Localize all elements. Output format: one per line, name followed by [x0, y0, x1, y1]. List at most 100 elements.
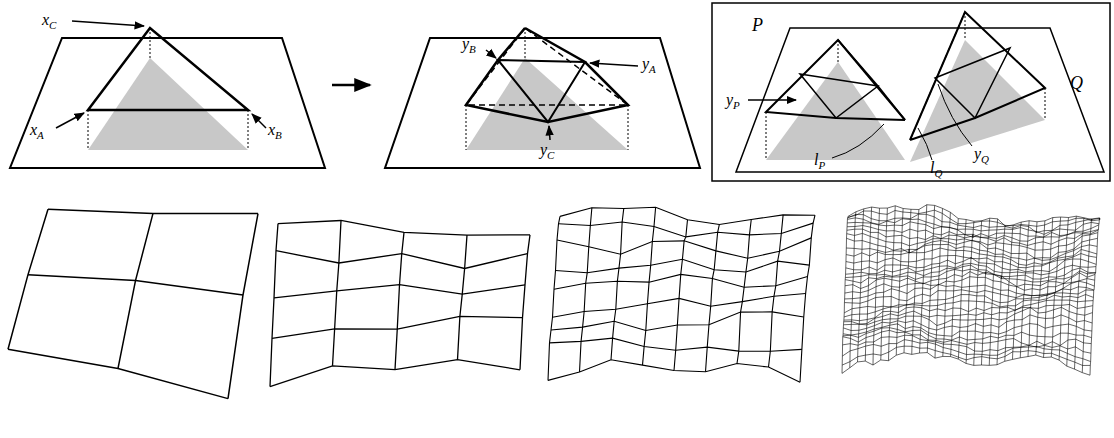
symbol: x: [30, 121, 37, 138]
mesh-line: [643, 207, 656, 365]
mesh-line: [333, 220, 342, 365]
mesh-line: [548, 360, 800, 382]
mesh-line: [458, 235, 468, 360]
math-label: Q: [1070, 74, 1083, 92]
drop-line: [838, 40, 839, 62]
terrain-mesh: [8, 209, 258, 398]
shadow-triangle: [88, 58, 248, 150]
panel-two: [385, 28, 700, 168]
panel-frame: [712, 3, 1110, 181]
raised-triangle: [88, 28, 248, 110]
drop-line: [525, 28, 526, 58]
ground-plane: [736, 28, 1104, 172]
shadow-triangle: [910, 40, 1045, 162]
math-label: xC: [42, 12, 56, 28]
mesh-line: [1005, 225, 1014, 361]
symbol: y: [974, 145, 981, 162]
math-label: P: [752, 16, 763, 34]
ground-plane: [10, 38, 325, 168]
mesh-line: [550, 338, 802, 351]
math-label: yA: [642, 56, 656, 72]
mesh-line: [548, 216, 560, 380]
math-label: yQ: [974, 146, 989, 162]
patch-p: [766, 40, 905, 120]
mesh-line: [580, 208, 592, 372]
subscript: A: [37, 129, 44, 141]
symbol: Q: [1070, 73, 1083, 93]
mesh-line: [845, 277, 1095, 293]
mesh-line: [1020, 221, 1029, 358]
mesh-line: [843, 324, 1092, 337]
panel-one: [10, 21, 325, 168]
mesh-line: [1051, 217, 1060, 357]
step-arrow: [332, 84, 370, 87]
displaced-outline: [466, 28, 628, 122]
subscript: P: [818, 159, 825, 171]
symbol: y: [726, 91, 733, 108]
panel-three: [712, 3, 1110, 181]
mesh-line: [118, 213, 153, 368]
drop-line: [628, 105, 629, 150]
mesh-line: [800, 215, 815, 382]
math-label: lQ: [930, 160, 942, 176]
crack-edge-q: [910, 12, 965, 140]
mesh-line: [395, 232, 404, 369]
mesh-line: [8, 209, 48, 349]
mesh-line: [270, 224, 278, 387]
drop-line: [88, 110, 89, 150]
mesh-line: [927, 205, 934, 352]
subscript: P: [733, 99, 740, 111]
mesh-line: [844, 300, 1093, 321]
mesh-line: [951, 219, 959, 357]
pointer-arrow: [252, 114, 266, 128]
leader-line: [918, 128, 932, 160]
ground-plane: [385, 38, 700, 168]
mesh-line: [974, 221, 982, 366]
symbol: y: [540, 141, 547, 158]
symbol: x: [268, 121, 275, 138]
pointer-arrow: [748, 99, 796, 101]
subscript: C: [49, 19, 56, 31]
patch-q-inner: [935, 48, 1010, 118]
symbol: l: [930, 159, 934, 176]
drop-line: [965, 12, 966, 40]
mesh-line: [842, 340, 1090, 362]
mesh-line: [844, 295, 1093, 317]
terrain-mesh: [548, 207, 815, 382]
subscript: Q: [981, 153, 989, 165]
subscript: B: [469, 43, 476, 55]
mesh-line: [520, 235, 530, 370]
mesh-sequence: [8, 205, 1100, 399]
mesh-line: [272, 316, 523, 338]
mesh-line: [551, 312, 804, 331]
math-label: yC: [540, 142, 554, 158]
drop-line: [766, 112, 767, 160]
mesh-line: [858, 209, 864, 362]
subscript: B: [275, 129, 282, 141]
mesh-line: [1090, 218, 1100, 375]
crack-edge-p: [838, 40, 905, 120]
mesh-line: [228, 214, 258, 399]
mesh-line: [1036, 221, 1045, 355]
mesh-line: [842, 353, 1090, 376]
drop-line: [1045, 88, 1046, 120]
mesh-line: [1059, 218, 1069, 361]
mesh-line: [270, 360, 520, 387]
math-label: xB: [268, 122, 282, 138]
symbol: y: [642, 55, 649, 72]
mesh-line: [769, 215, 784, 367]
symbol: x: [42, 11, 49, 28]
mesh-line: [674, 220, 688, 371]
mesh-line: [737, 220, 751, 364]
pointer-arrow: [56, 113, 84, 128]
mesh-line: [611, 209, 624, 360]
pointer-arrow: [590, 63, 638, 66]
mesh-line: [844, 304, 1093, 324]
mesh-line: [553, 294, 806, 318]
shadow-triangle: [766, 62, 905, 160]
math-label: yB: [462, 36, 476, 52]
inner-triangle: [498, 60, 585, 122]
leader-line: [938, 84, 972, 146]
mesh-line: [706, 224, 720, 371]
